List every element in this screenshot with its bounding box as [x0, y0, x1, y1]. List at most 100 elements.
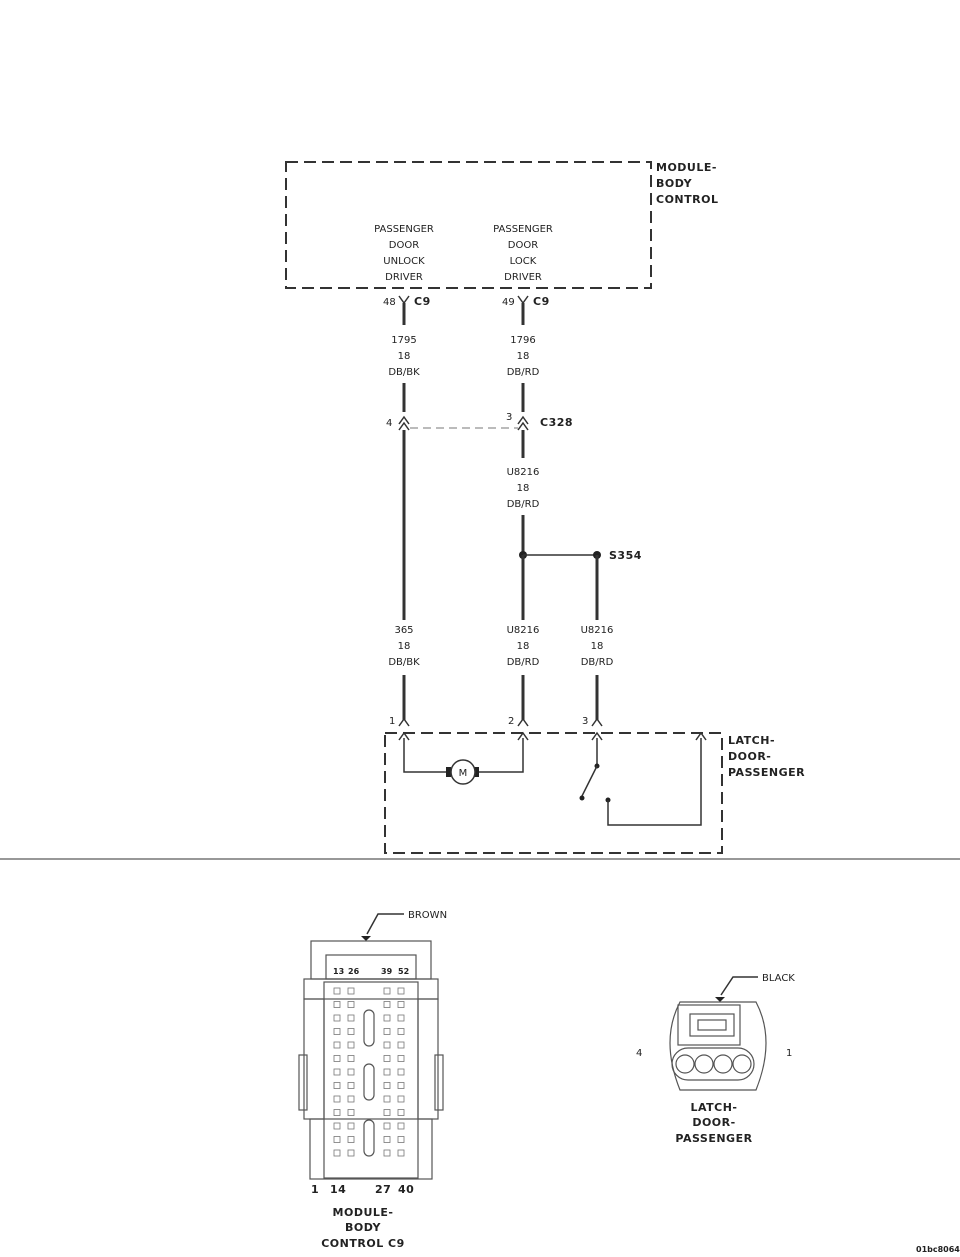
- c9-pin-cavity: [333, 1055, 341, 1062]
- c9-pin-cavity: [383, 987, 391, 995]
- c9-pin-cavity: [383, 1122, 391, 1130]
- c9-label-right: C9: [533, 295, 550, 308]
- c9-pin-cavity: [383, 1001, 391, 1008]
- c9-pin-cavity: [397, 1095, 405, 1103]
- c9-pin-cavity: [333, 1082, 341, 1089]
- c9-top-pin-39: 39: [381, 967, 393, 976]
- lock-label-line-4: DRIVER: [504, 272, 542, 283]
- c9-pin-cavity: [397, 1028, 405, 1035]
- c9-pin-cavity: [383, 1028, 391, 1035]
- c9-housing: [323, 981, 419, 1179]
- wire-u8216-b-circuit: U8216: [581, 625, 614, 636]
- c9-pin-cavity: [383, 1068, 391, 1076]
- c9-pin-cavity: [333, 1136, 341, 1143]
- c9-top-pin-26: 26: [348, 967, 360, 976]
- c9-pin-cavity: [333, 1109, 341, 1116]
- c9-pin-cavity: [347, 1122, 355, 1130]
- wire-u8216-b-label: U8216 18 DB/RD: [581, 625, 614, 668]
- latch-connector-pin-1: 1: [786, 1048, 792, 1059]
- wire-u8216-b-gauge: 18: [591, 641, 604, 652]
- module-title-line-1: MODULE-: [656, 161, 717, 174]
- c9-pin-cavity: [397, 1122, 405, 1130]
- c9-pin-cavity: [347, 1055, 355, 1062]
- latch-connector-title: LATCH- DOOR- PASSENGER: [675, 1101, 752, 1145]
- c9-pin-cavity: [347, 1136, 355, 1143]
- wire-1796-gauge: 18: [517, 351, 530, 362]
- c9-pin-cavity: [383, 1041, 391, 1049]
- wire-1796-label: 1796 18 DB/RD: [507, 335, 540, 378]
- c9-pin-cavity: [347, 1095, 355, 1103]
- latch-connector-housing: [669, 1001, 767, 1091]
- wire-u8216-a-color: DB/RD: [507, 657, 540, 668]
- c9-pin-cavity: [397, 1014, 405, 1022]
- module-title-line-2: BODY: [656, 177, 693, 190]
- unlock-driver-label: PASSENGER DOOR UNLOCK DRIVER: [374, 224, 434, 283]
- s354-label: S354: [609, 549, 642, 562]
- lock-driver-label: PASSENGER DOOR LOCK DRIVER: [493, 224, 553, 283]
- c9-title: MODULE- BODY CONTROL C9: [321, 1206, 404, 1250]
- wire-u8216-b-color: DB/RD: [581, 657, 614, 668]
- latch-color-label: BLACK: [762, 973, 795, 984]
- wire-mid-circuit: U8216: [507, 467, 540, 478]
- c9-pin-cavity: [397, 1055, 405, 1062]
- unlock-label-line-4: DRIVER: [385, 272, 423, 283]
- lock-label-line-1: PASSENGER: [493, 224, 553, 235]
- c9-pin-cavity: [397, 1001, 405, 1008]
- latch-connector-pin-4: 4: [636, 1048, 642, 1059]
- latch-title: LATCH- DOOR- PASSENGER: [728, 734, 805, 779]
- c9-pin-cavity: [397, 1068, 405, 1076]
- c9-pin-cavity: [347, 1109, 355, 1116]
- c9-pin-cavity: [383, 1109, 391, 1116]
- c9-pin-cavity: [397, 1149, 405, 1157]
- c328-pin-3: 3: [506, 412, 512, 423]
- connector-c9-view: BROWN 13 26 39 52 1 14 27 40 MODULE- BOD…: [298, 910, 447, 1250]
- module-title-line-3: CONTROL: [656, 193, 718, 206]
- c9-top-pin-52: 52: [398, 967, 409, 976]
- wire-mid-gauge: 18: [517, 483, 530, 494]
- pin-49-label: 49: [502, 297, 515, 308]
- unlock-label-line-3: UNLOCK: [383, 256, 425, 267]
- c9-bottom-pin-27: 27: [375, 1183, 391, 1196]
- c9-pin-cavity: [333, 987, 341, 995]
- wire-365-label: 365 18 DB/BK: [388, 625, 420, 668]
- c9-bottom-pin-14: 14: [330, 1183, 346, 1196]
- c9-color-label: BROWN: [408, 910, 447, 921]
- wire-1795-gauge: 18: [398, 351, 411, 362]
- c9-pin-cavity: [347, 1028, 355, 1035]
- c9-bottom-pin-1: 1: [311, 1183, 319, 1196]
- c9-pin-48: 48 C9: [383, 295, 431, 308]
- c9-pin-cavity: [333, 1041, 341, 1049]
- c9-title-line-1: MODULE-: [333, 1206, 394, 1219]
- wire-365-color: DB/BK: [388, 657, 420, 668]
- wire-u8216-a-label: U8216 18 DB/RD: [507, 625, 540, 668]
- wire-1796-color: DB/RD: [507, 367, 540, 378]
- pin-48-label: 48: [383, 297, 396, 308]
- latch-pin-3: 3: [582, 716, 588, 727]
- figure-id: 01bc8064: [916, 1245, 960, 1254]
- wire-365-circuit: 365: [394, 625, 413, 636]
- c9-pin-cavity: [347, 1082, 355, 1089]
- c9-top-pin-13: 13: [333, 967, 344, 976]
- c9-pin-cavity: [333, 1122, 341, 1130]
- c9-pin-cavity: [333, 1001, 341, 1008]
- c328-label: C328: [540, 416, 573, 429]
- c9-latch-top: [310, 940, 432, 980]
- motor-label: M: [459, 768, 468, 779]
- c9-pin-cavity: [383, 1149, 391, 1157]
- c9-pin-cavity: [347, 1149, 355, 1157]
- latch-title-line-1: LATCH-: [728, 734, 775, 747]
- c9-label-left: C9: [414, 295, 431, 308]
- wire-1795-color: DB/BK: [388, 367, 420, 378]
- unlock-label-line-2: DOOR: [389, 240, 419, 251]
- wire-u8216-a-gauge: 18: [517, 641, 530, 652]
- wire-mid-color: DB/RD: [507, 499, 540, 510]
- latch-motor: M: [403, 738, 524, 785]
- c9-pin-cavity: [347, 1068, 355, 1076]
- c9-pin-cavity: [333, 1095, 341, 1103]
- latch-connector-title-line-2: DOOR-: [692, 1116, 735, 1129]
- unlock-label-line-1: PASSENGER: [374, 224, 434, 235]
- splice-s354: S354: [519, 549, 642, 562]
- lock-label-line-3: LOCK: [510, 256, 537, 267]
- c9-pin-cavity: [333, 1014, 341, 1022]
